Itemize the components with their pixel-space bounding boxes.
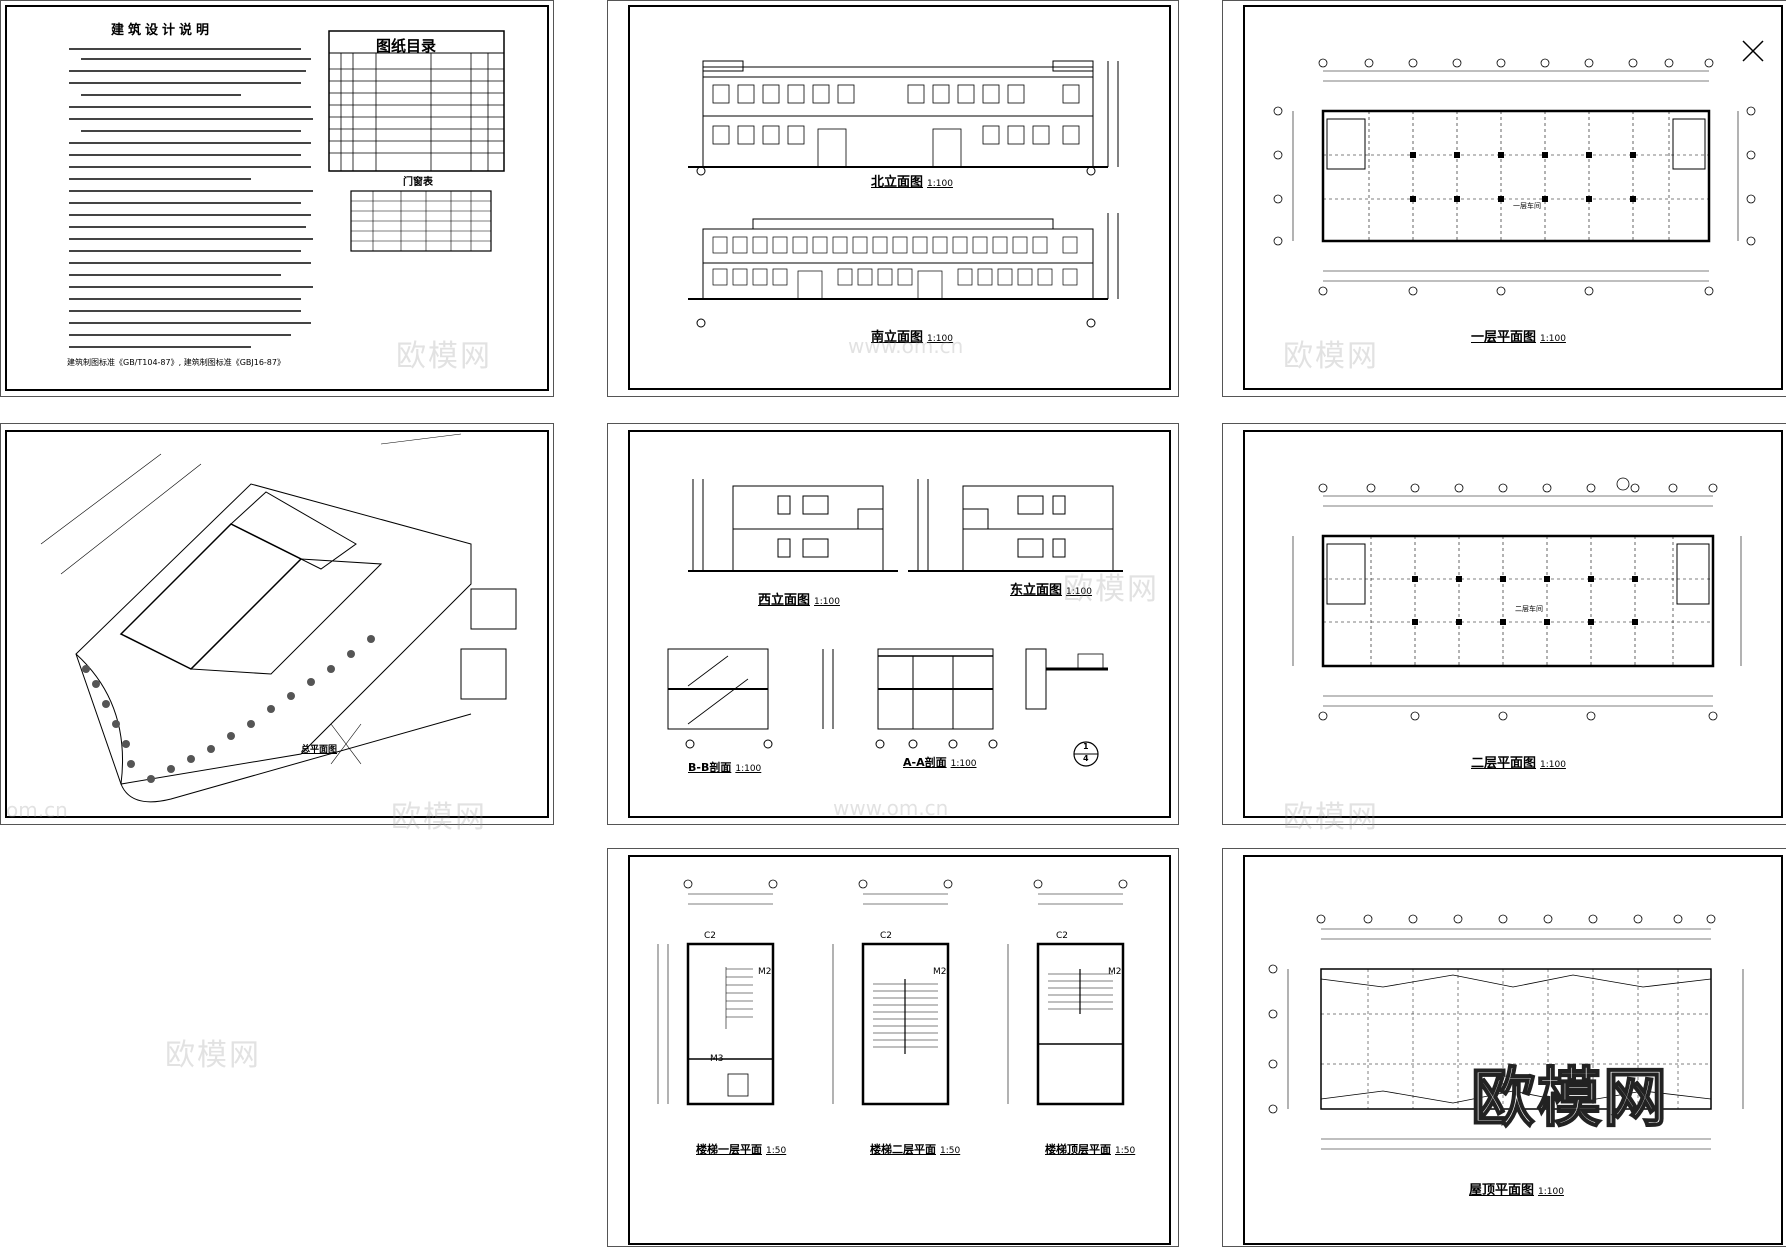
south-elevation-title-text: 南立面图 <box>871 330 924 345</box>
east-elevation-scale: 1:100 <box>1066 587 1092 597</box>
standard-line: 建筑制图标准《GB/T104-87》, 建筑制图标准《GBJ16-87》 <box>67 358 285 367</box>
sheet-frame <box>1243 430 1783 818</box>
watermark-brand: 欧模网 <box>391 800 487 835</box>
sheet-frame <box>628 430 1171 818</box>
roof-plan-title-text: 屋顶平面图 <box>1469 1183 1535 1198</box>
stair1-door-label: M2 <box>758 967 772 977</box>
north-elevation-title-text: 北立面图 <box>871 175 924 190</box>
stair-top-title-text: 楼梯顶层平面 <box>1045 1143 1111 1156</box>
second-floor-scale: 1:100 <box>1540 760 1566 770</box>
north-elevation-drawing <box>688 60 1119 328</box>
first-floor-room-label: 一层车间 <box>1513 202 1541 210</box>
design-notes-title: 建筑设计说明 <box>111 23 214 38</box>
site-plan-title: 总平面图 <box>301 745 338 755</box>
first-floor-scale: 1:100 <box>1540 334 1566 344</box>
stair2-door-label: M2 <box>933 967 947 977</box>
roof-plan-drawing <box>1268 914 1744 1150</box>
watermark-brand: 欧模网 <box>1283 800 1379 835</box>
sheet-frame <box>1243 5 1783 390</box>
detail-mark-bottom: 4 <box>1083 754 1089 763</box>
stair2-window-label: C2 <box>880 931 893 941</box>
south-elevation-scale: 1:100 <box>927 334 953 344</box>
roof-plan-scale: 1:100 <box>1538 1187 1564 1197</box>
elevations-sections-drawing <box>667 479 1123 767</box>
watermark-brand: 欧模网 <box>396 339 492 374</box>
sheet-frame <box>5 430 549 818</box>
west-elevation-scale: 1:100 <box>814 597 840 607</box>
first-floor-title-text: 一层平面图 <box>1471 330 1537 345</box>
sheet-frame <box>628 5 1171 390</box>
sheet-frame <box>5 5 549 391</box>
stair3-door-label: M2 <box>1108 967 1122 977</box>
section-aa-title-text: A-A剖面 <box>903 756 947 769</box>
stair-first-scale: 1:50 <box>766 1146 787 1156</box>
stair-first-title: 楼梯一层平面 1:50 <box>696 1141 786 1157</box>
door-table-title: 门窗表 <box>403 177 433 188</box>
section-aa-scale: 1:100 <box>950 759 977 769</box>
stair-second-title: 楼梯二层平面 1:50 <box>870 1141 960 1157</box>
stair-second-title-text: 楼梯二层平面 <box>870 1143 936 1156</box>
stair-plans-drawing <box>657 879 1128 1106</box>
stair-second-scale: 1:50 <box>940 1146 961 1156</box>
sheet-design-notes: 建筑设计说明 <box>0 0 554 397</box>
second-floor-title-text: 二层平面图 <box>1471 756 1537 771</box>
stair3-window-label: C2 <box>1056 931 1069 941</box>
stair-first-title-text: 楼梯一层平面 <box>696 1143 762 1156</box>
sheet-frame <box>628 855 1171 1245</box>
watermark-brand: 欧模网 <box>1063 572 1159 607</box>
brand-logo: 欧模网 <box>1470 1061 1669 1137</box>
stair-top-scale: 1:50 <box>1115 1146 1136 1156</box>
second-floor-room-label: 二层车间 <box>1515 605 1543 613</box>
section-bb-scale: 1:100 <box>735 764 762 774</box>
first-floor-drawing <box>1273 40 1764 296</box>
watermark-site-short: om.cn <box>6 798 68 822</box>
stair1-door-m3-label: M3 <box>710 1054 724 1064</box>
sheet-stair-plans: C2 M2 M3 C2 M2 C2 M2 楼梯一层平面 1:50 楼梯二层平面 1:… <box>607 848 1179 1247</box>
watermark-brand: 欧模网 <box>1283 339 1379 374</box>
design-notes-text-lines <box>69 30 505 348</box>
east-elevation-title-text: 东立面图 <box>1010 583 1063 598</box>
north-elevation-scale: 1:100 <box>927 179 953 189</box>
watermark-site: www.om.cn <box>848 334 964 358</box>
section-bb-title-text: B-B剖面 <box>688 761 732 774</box>
second-floor-drawing <box>1292 477 1742 721</box>
detail-mark-top: 1 <box>1083 742 1089 751</box>
west-elevation-title-text: 西立面图 <box>758 593 811 608</box>
sheet-frame <box>1243 855 1783 1245</box>
catalog-title: 图纸目录 <box>376 37 437 55</box>
watermark-brand-blank: 欧模网 <box>165 1038 261 1073</box>
sheet-site-plan: 总平面图 欧模网 om.cn <box>0 423 554 835</box>
stair-top-title: 楼梯顶层平面 1:50 <box>1045 1141 1135 1157</box>
stair1-window-label: C2 <box>704 931 717 941</box>
watermark-site: www.om.cn <box>833 796 949 820</box>
site-plan-drawing <box>40 433 517 803</box>
